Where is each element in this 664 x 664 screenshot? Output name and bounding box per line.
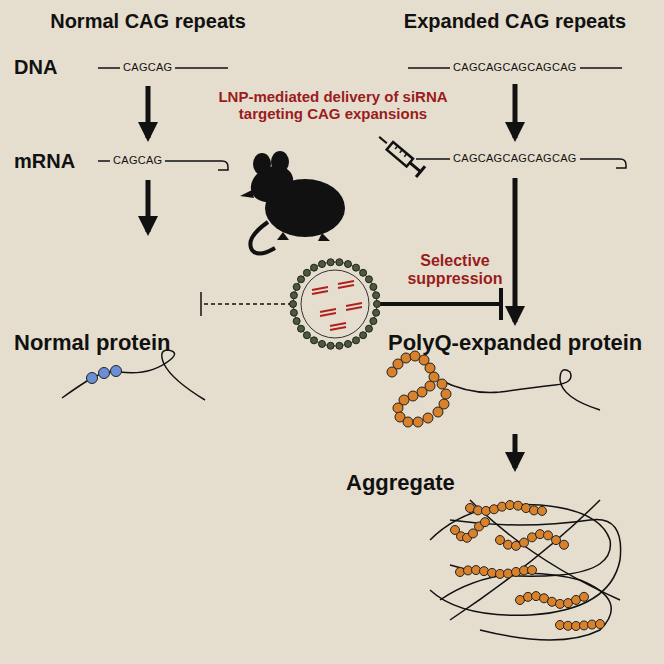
product-label: Aggregate bbox=[346, 470, 486, 495]
product-label: PolyQ-expanded protein bbox=[388, 330, 658, 355]
row-label: mRNA bbox=[14, 150, 94, 173]
residue bbox=[336, 259, 343, 266]
residue bbox=[512, 567, 521, 576]
residue bbox=[370, 318, 377, 325]
residue bbox=[481, 518, 490, 527]
residue bbox=[303, 332, 310, 339]
residue bbox=[393, 403, 403, 413]
column-heading: Expanded CAG repeats bbox=[385, 10, 645, 33]
delivery-label: LNP-mediated delivery of siRNA targeting… bbox=[197, 88, 469, 123]
sirna bbox=[320, 313, 336, 316]
residue bbox=[344, 340, 351, 347]
residue bbox=[538, 506, 547, 515]
residue bbox=[360, 332, 367, 339]
residue bbox=[373, 292, 380, 299]
residue bbox=[423, 413, 433, 423]
residue bbox=[429, 372, 439, 382]
residue bbox=[552, 536, 561, 545]
residue bbox=[327, 259, 334, 266]
residue bbox=[403, 417, 413, 427]
sirna bbox=[330, 323, 346, 326]
residue bbox=[360, 269, 367, 276]
residue bbox=[344, 261, 351, 268]
sequence: CAGCAG bbox=[120, 61, 175, 74]
sirna bbox=[330, 327, 346, 330]
sirna bbox=[312, 287, 328, 290]
lipid-nanoparticle bbox=[290, 259, 381, 350]
residue bbox=[319, 261, 326, 268]
residue bbox=[365, 276, 372, 283]
residue bbox=[496, 536, 505, 545]
residue bbox=[290, 309, 297, 316]
mouse bbox=[240, 151, 345, 254]
residue bbox=[580, 592, 589, 601]
residue bbox=[413, 417, 423, 427]
sequence: CAGCAG bbox=[110, 154, 165, 167]
residue bbox=[373, 309, 380, 316]
residue bbox=[290, 292, 297, 299]
residue bbox=[370, 283, 377, 290]
residue bbox=[319, 340, 326, 347]
sequence: CAGCAGCAGCAGCAG bbox=[450, 152, 580, 165]
effect-label: Selective suppression bbox=[380, 252, 530, 289]
residue bbox=[327, 342, 334, 349]
residue bbox=[560, 540, 569, 549]
residue bbox=[353, 264, 360, 271]
residue bbox=[498, 502, 507, 511]
residue bbox=[441, 389, 451, 399]
residue bbox=[425, 363, 435, 373]
sirna bbox=[338, 281, 354, 284]
sirna bbox=[346, 307, 362, 310]
product-label: Normal protein bbox=[14, 330, 214, 355]
residue bbox=[456, 568, 465, 577]
residue bbox=[311, 264, 318, 271]
residue bbox=[408, 391, 418, 401]
residue bbox=[298, 325, 305, 332]
residue bbox=[336, 342, 343, 349]
column-heading: Normal CAG repeats bbox=[18, 10, 278, 33]
residue bbox=[311, 337, 318, 344]
residue bbox=[298, 276, 305, 283]
residue bbox=[504, 569, 513, 578]
residue bbox=[365, 325, 372, 332]
residue bbox=[596, 620, 605, 629]
residue bbox=[293, 318, 300, 325]
polyq-protein bbox=[387, 351, 600, 427]
sirna bbox=[346, 303, 362, 306]
syringe bbox=[375, 131, 425, 176]
residue bbox=[520, 538, 529, 547]
aggregate bbox=[430, 500, 621, 640]
residue bbox=[353, 337, 360, 344]
residue bbox=[293, 283, 300, 290]
residue bbox=[437, 379, 447, 389]
residue bbox=[544, 531, 553, 540]
residue bbox=[528, 566, 537, 575]
sirna bbox=[312, 291, 328, 294]
sirna bbox=[338, 285, 354, 288]
residue bbox=[480, 567, 489, 576]
residue bbox=[536, 530, 545, 539]
residue bbox=[374, 301, 381, 308]
residue bbox=[303, 269, 310, 276]
normal-protein bbox=[62, 350, 205, 400]
row-label: DNA bbox=[14, 56, 84, 79]
residue bbox=[482, 506, 491, 515]
sirna bbox=[320, 309, 336, 312]
residue bbox=[290, 301, 297, 308]
residue bbox=[417, 387, 427, 397]
residue bbox=[439, 399, 449, 409]
sequence: CAGCAGCAGCAGCAG bbox=[450, 61, 580, 74]
